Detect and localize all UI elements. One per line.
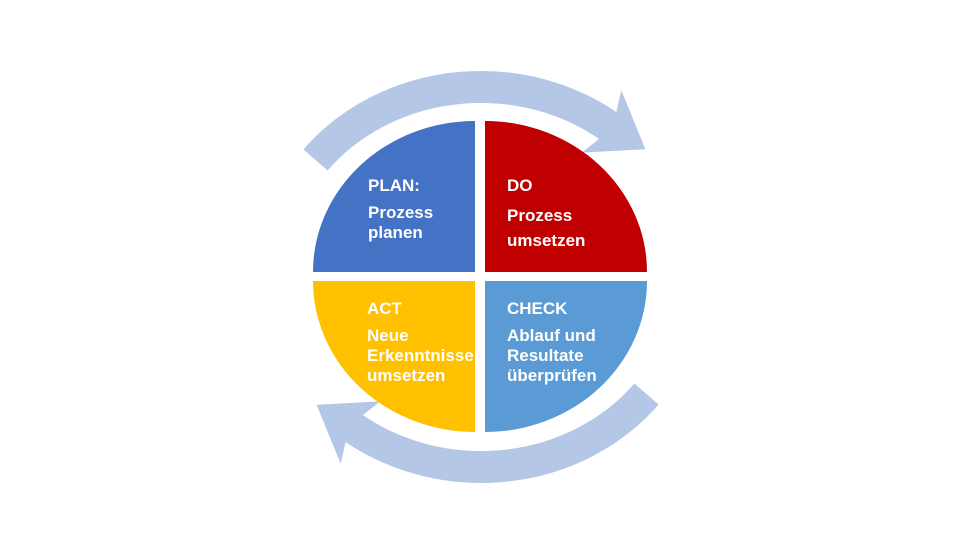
do-label-block: DO Prozess umsetzen (507, 176, 637, 253)
quadrant-plan (313, 121, 475, 272)
quadrant-check (485, 281, 647, 432)
check-title: CHECK (507, 299, 568, 318)
check-label-block: CHECK Ablauf und Resultate überprüfen (507, 299, 647, 386)
do-title: DO (507, 176, 533, 195)
do-body: Prozess umsetzen (507, 206, 586, 250)
top-arrow-head-icon (581, 90, 646, 153)
act-body: Neue Erkenntnisse umsetzen (367, 326, 474, 385)
top-curved-arrow-band (303, 70, 632, 171)
bottom-curved-arrow-band (330, 383, 659, 484)
plan-body: Prozess planen (368, 203, 434, 242)
act-title: ACT (367, 299, 402, 318)
quadrant-act (313, 281, 475, 432)
bottom-arrow-head-icon (316, 401, 381, 464)
check-body: Ablauf und Resultate überprüfen (507, 326, 597, 385)
quadrant-do (485, 121, 647, 272)
plan-title: PLAN: (368, 176, 420, 195)
plan-label-block: PLAN: Prozess planen (368, 176, 498, 242)
act-label-block: ACT Neue Erkenntnisse umsetzen (367, 299, 507, 386)
